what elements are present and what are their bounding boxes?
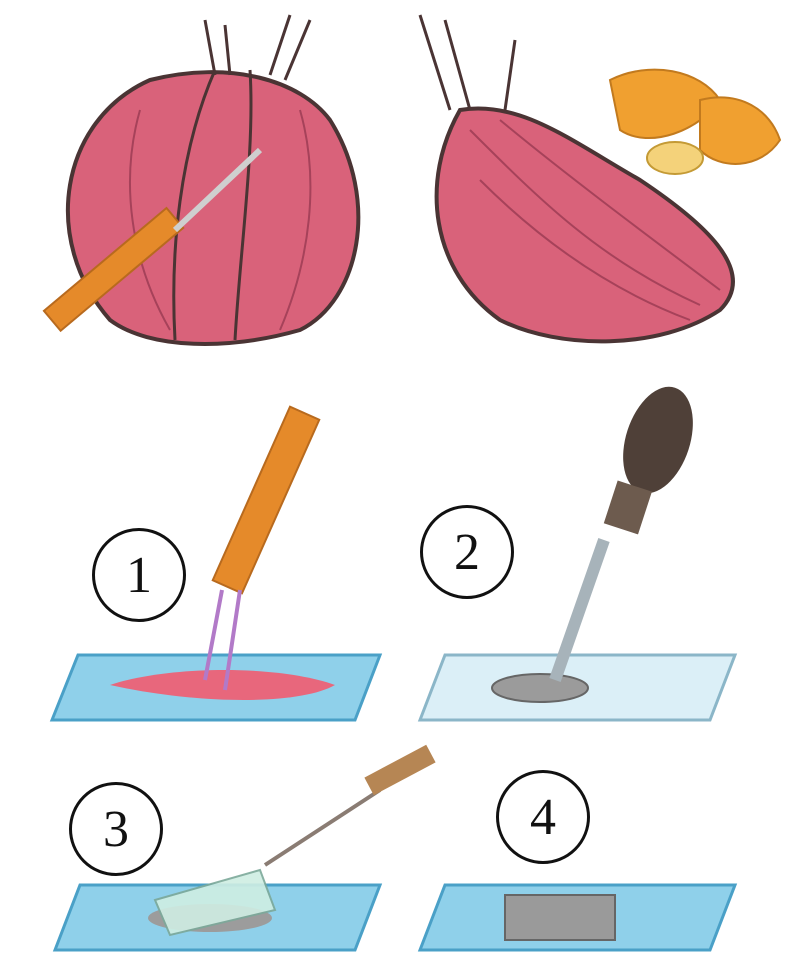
- needle-icon: [265, 745, 436, 865]
- finished-slide: [420, 885, 735, 950]
- step-2-label: 2: [420, 505, 514, 599]
- slide-with-onion-peel: [52, 655, 380, 720]
- forceps-icon: [205, 407, 319, 690]
- onion-whole-icon: [68, 15, 358, 344]
- slide-with-drop: [420, 655, 735, 720]
- dropper-icon: [555, 378, 705, 680]
- step-4-label: 4: [496, 770, 590, 864]
- step-1-label: 1: [92, 528, 186, 622]
- step-3-label: 3: [69, 782, 163, 876]
- slide-with-coverslip-lowering: [55, 870, 380, 950]
- onion-peeled-icon: [420, 15, 780, 341]
